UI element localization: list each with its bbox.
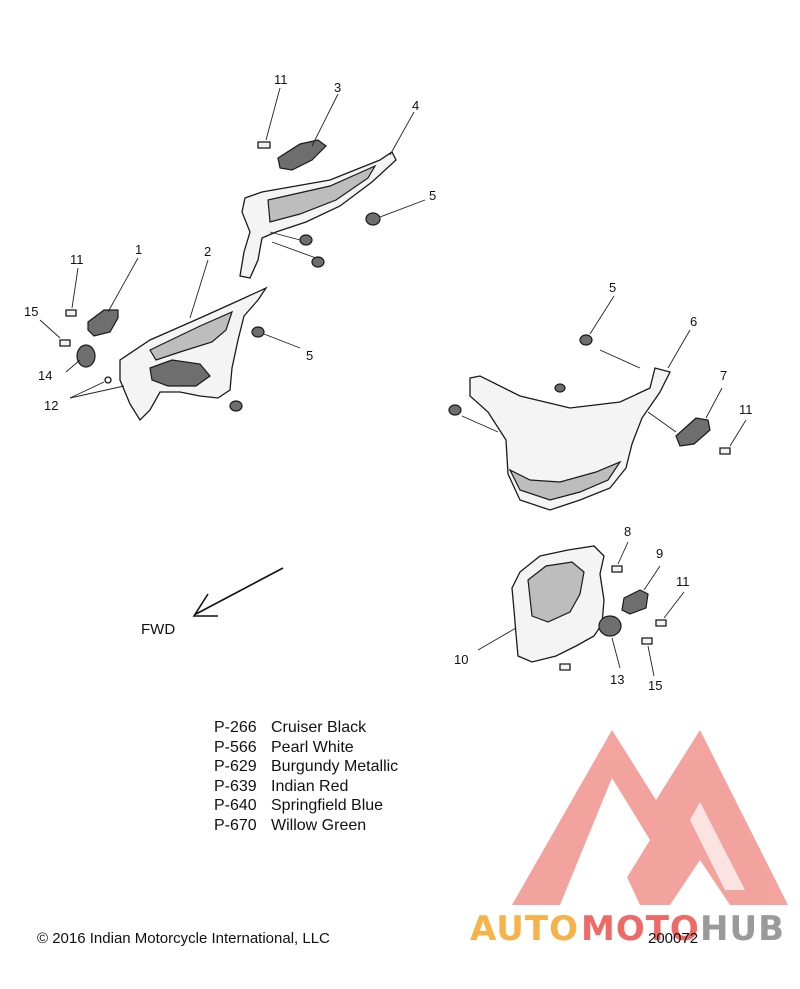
bolt-15b — [641, 637, 653, 645]
paint-code-list: P-266 Cruiser Black P-566 Pearl White P-62… — [214, 718, 398, 835]
grommet-5e — [229, 400, 243, 412]
callout-12: 12 — [44, 398, 58, 413]
side-cover-2-inner — [149, 310, 233, 361]
callout-10: 10 — [454, 652, 468, 667]
watermark-text: AUTO MOTO HUB — [470, 909, 785, 949]
bolt-11c — [719, 447, 731, 455]
watermark-text-auto: AUTO — [470, 909, 579, 949]
bolt-8 — [611, 565, 623, 573]
callout-3: 3 — [334, 80, 341, 95]
frame-cover-10-face — [527, 561, 585, 623]
watermark-text-moto: MOTO — [581, 909, 700, 949]
pad-7 — [675, 417, 711, 447]
paint-row: P-670 Willow Green — [214, 816, 398, 836]
grommet-5d — [251, 326, 265, 338]
bracket-4-face — [267, 164, 377, 223]
grommet-5c — [311, 256, 325, 268]
callout-1: 1 — [135, 242, 142, 257]
paint-code: P-566 — [214, 738, 257, 756]
watermark-text-hub: HUB — [700, 909, 785, 949]
bolt-10 — [559, 663, 571, 671]
grommet-5g — [554, 383, 566, 393]
callout-5: 5 — [609, 280, 616, 295]
callout-13: 13 — [610, 672, 624, 687]
paint-row: P-629 Burgundy Metallic — [214, 757, 398, 777]
paint-code: P-670 — [214, 816, 257, 834]
paint-name: Springfield Blue — [271, 797, 384, 814]
callout-11: 11 — [274, 72, 288, 87]
grommet-3 — [277, 139, 327, 171]
bolt-11d — [655, 619, 667, 627]
bolt-11b — [65, 309, 77, 317]
callout-11: 11 — [70, 252, 84, 267]
callout-11: 11 — [739, 402, 753, 417]
callout-5: 5 — [306, 348, 313, 363]
callout-15: 15 — [648, 678, 662, 693]
paint-name: Burgundy Metallic — [271, 758, 399, 775]
grommet-14 — [76, 344, 96, 368]
grommet-5a — [365, 212, 381, 226]
paint-row: P-266 Cruiser Black — [214, 718, 398, 738]
grommet-5h — [448, 404, 462, 416]
side-cover-6-face — [508, 460, 622, 501]
callout-9: 9 — [656, 546, 663, 561]
paint-code: P-639 — [214, 777, 257, 795]
paint-code: P-266 — [214, 719, 257, 736]
paint-row: P-639 Indian Red — [214, 777, 398, 797]
paint-name: Willow Green — [271, 816, 367, 834]
bolt-15a — [59, 339, 71, 347]
side-cover-2-recess — [149, 359, 211, 387]
paint-name: Indian Red — [271, 777, 349, 795]
callout-7: 7 — [720, 368, 727, 383]
document-number: 200072 — [648, 930, 699, 947]
callout-8: 8 — [624, 524, 631, 539]
callout-2: 2 — [204, 244, 211, 259]
upper-bracket-group — [239, 87, 426, 279]
callout-14: 14 — [38, 368, 52, 383]
right-cover-group — [448, 295, 747, 511]
left-cover-group — [39, 257, 301, 422]
grommet-5f — [579, 334, 593, 346]
paint-row: P-566 Pearl White — [214, 738, 398, 758]
fwd-arrow — [192, 567, 284, 617]
paint-code: P-640 — [214, 797, 257, 814]
lower-cover-group — [477, 541, 685, 677]
nut-12 — [104, 376, 112, 384]
paint-name: Pearl White — [271, 738, 354, 756]
callout-15: 15 — [24, 304, 38, 319]
callout-5: 5 — [429, 188, 436, 203]
callout-4: 4 — [412, 98, 419, 113]
knob-1 — [87, 309, 119, 337]
grommet-5b — [299, 234, 313, 246]
bolt-11a — [257, 141, 271, 149]
copyright-text: © 2016 Indian Motorcycle International, … — [37, 930, 330, 947]
watermark-logo — [512, 730, 788, 905]
paint-row: P-640 Springfield Blue — [214, 796, 398, 816]
callout-11: 11 — [676, 574, 690, 589]
paint-name: Cruiser Black — [271, 719, 367, 736]
pad-9 — [621, 589, 649, 615]
callout-6: 6 — [690, 314, 697, 329]
fwd-label: FWD — [141, 621, 176, 638]
paint-code: P-629 — [214, 758, 257, 775]
grommet-13 — [598, 615, 622, 637]
